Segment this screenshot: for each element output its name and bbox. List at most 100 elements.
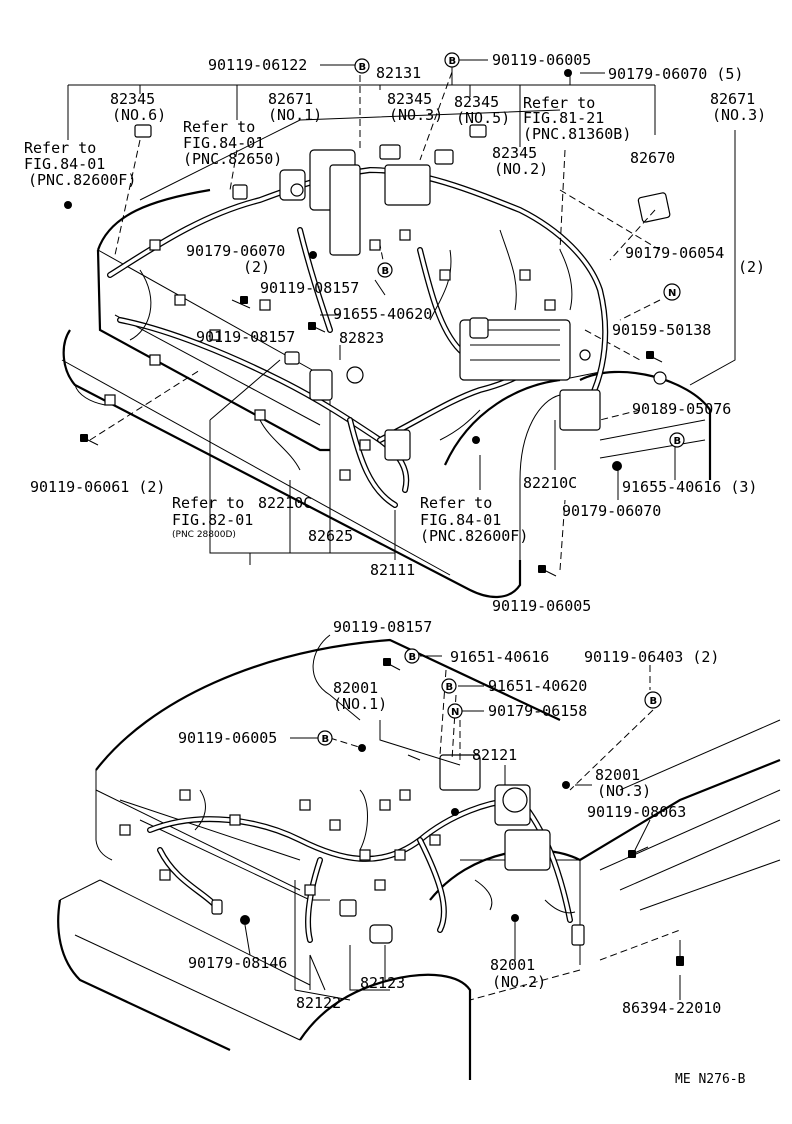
label-86394-22010: 86394-22010 — [622, 999, 721, 1017]
label-90179-06070-2-sub: (2) — [243, 258, 270, 276]
badge-b-icon: B — [444, 52, 460, 68]
label-ref-fig8121-b: FIG.81-21 — [523, 109, 604, 127]
label-82345-no5: 82345 — [454, 93, 499, 111]
label-90119-06005-top: 90119-06005 — [492, 51, 591, 69]
label-82345-no6-sub: (NO.6) — [112, 106, 166, 124]
top-leader-lines — [67, 59, 736, 571]
label-90119-06005-bottom: 90119-06005 — [178, 729, 277, 747]
top-labels: 90119-06122 90119-06005 82131 90179-0607… — [24, 51, 766, 615]
label-82670: 82670 — [630, 149, 675, 167]
label-90119-06061: 90119-06061 (2) — [30, 478, 165, 496]
label-ref-fig8401-low-a: Refer to — [420, 494, 492, 512]
label-90179-06070-low: 90179-06070 — [562, 502, 661, 520]
label-82210c-left: 82210C — [258, 494, 312, 512]
label-ref-fig8401-mid-b: FIG.84-01 — [183, 134, 264, 152]
label-82001-no2-sub: (NO.2) — [492, 973, 546, 991]
badge-b-icon: B — [377, 262, 393, 278]
label-82122: 82122 — [296, 994, 341, 1012]
bottom-components — [119, 754, 585, 946]
label-91655-40620: 91655-40620 — [333, 305, 432, 323]
label-82123: 82123 — [360, 974, 405, 992]
label-90119-08157-b: 90119-08157 — [196, 328, 295, 346]
label-90119-08157: 90119-08157 — [333, 618, 432, 636]
label-82001-no1: 82001 — [333, 679, 378, 697]
label-82671-no1: 82671 — [268, 90, 313, 108]
label-90179-06054-sub: (2) — [738, 258, 765, 276]
label-82671-no3: 82671 — [710, 90, 755, 108]
label-90179-06158: 90179-06158 — [488, 702, 587, 720]
label-90119-08063: 90119-08063 — [587, 803, 686, 821]
bottom-labels: 90119-08157 91651-40616 90119-06403 (2) … — [178, 618, 721, 1017]
label-82345-no3-sub: (NO.3) — [389, 106, 443, 124]
label-82345-no6: 82345 — [110, 90, 155, 108]
label-90119-06122: 90119-06122 — [208, 56, 307, 74]
bottom-badges: B B N B B — [317, 648, 662, 746]
label-ref-fig8401-left-a: Refer to — [24, 139, 96, 157]
label-90119-08157-a: 90119-08157 — [260, 279, 359, 297]
svg-text:N: N — [451, 707, 459, 718]
label-82111: 82111 — [370, 561, 415, 579]
bottom-wire-harness — [147, 789, 576, 943]
label-90179-06070-2: 90179-06070 — [186, 242, 285, 260]
bottom-leader-lines — [244, 634, 681, 1000]
label-ref-fig8201-b: FIG.82-01 — [172, 511, 253, 529]
label-90159-50138: 90159-50138 — [612, 321, 711, 339]
badge-b-icon: B — [669, 432, 685, 448]
label-82210c-right: 82210C — [523, 474, 577, 492]
label-82001-no3-sub: (NO.3) — [597, 782, 651, 800]
label-82345-no3: 82345 — [387, 90, 432, 108]
label-90189-05076: 90189-05076 — [632, 400, 731, 418]
svg-text:B: B — [382, 266, 390, 277]
label-82345-no5-sub: (NO.5) — [456, 109, 510, 127]
svg-text:B: B — [650, 696, 658, 707]
label-ref-fig8401-left-c: (PNC.82600F) — [28, 171, 136, 189]
svg-text:B: B — [674, 436, 682, 447]
label-82001-no3: 82001 — [595, 766, 640, 784]
badge-b-icon: B — [404, 648, 420, 664]
badge-n-icon: N — [663, 283, 681, 301]
label-82671-no3-sub: (NO.3) — [712, 106, 766, 124]
top-fasteners — [64, 69, 667, 577]
label-91651-40616: 91651-40616 — [450, 648, 549, 666]
label-90119-06403: 90119-06403 (2) — [584, 648, 719, 666]
label-ref-fig8401-left-b: FIG.84-01 — [24, 155, 105, 173]
label-82345-no2: 82345 — [492, 144, 537, 162]
svg-text:N: N — [668, 288, 676, 299]
label-ref-fig8401-low-b: FIG.84-01 — [420, 511, 501, 529]
svg-text:B: B — [449, 56, 457, 67]
label-ref-fig8121-c: (PNC.81360B) — [523, 125, 631, 143]
label-91655-40616: 91655-40616 (3) — [622, 478, 757, 496]
label-ref-fig8121-a: Refer to — [523, 94, 595, 112]
badge-b-icon: B — [317, 730, 333, 746]
badge-b-icon: B — [441, 678, 457, 694]
label-82121: 82121 — [472, 746, 517, 764]
badge-n-icon: N — [447, 703, 463, 719]
label-90179-06054: 90179-06054 — [625, 244, 724, 262]
svg-text:B: B — [409, 652, 417, 663]
svg-text:B: B — [446, 682, 454, 693]
label-90119-06005-mid: 90119-06005 — [492, 597, 591, 615]
label-82131: 82131 — [376, 64, 421, 82]
label-82001-no2: 82001 — [490, 956, 535, 974]
label-ref-fig8401-mid-a: Refer to — [183, 118, 255, 136]
svg-text:B: B — [359, 62, 367, 73]
label-ref-fig8401-mid-c: (PNC.82650) — [183, 150, 282, 168]
badge-b-icon: B — [354, 58, 370, 74]
label-90179-08146: 90179-08146 — [188, 954, 287, 972]
label-82823: 82823 — [339, 329, 384, 347]
label-ref-fig8201-c: (PNC 28800D) — [172, 530, 236, 540]
label-90179-06070-5: 90179-06070 (5) — [608, 65, 743, 83]
badge-b-icon: B — [644, 691, 662, 709]
label-82671-no1-sub: (NO.1) — [268, 106, 322, 124]
label-ref-fig8401-low-c: (PNC.82600F) — [420, 527, 528, 545]
label-ref-fig8201-a: Refer to — [172, 494, 244, 512]
label-82345-no2-sub: (NO.2) — [494, 160, 548, 178]
top-badges: B B B N B — [354, 52, 685, 448]
label-82001-no1-sub: (NO.1) — [333, 695, 387, 713]
label-82625: 82625 — [308, 527, 353, 545]
diagram-code: ME N276-B — [675, 1072, 746, 1087]
svg-text:B: B — [322, 734, 330, 745]
top-components — [104, 124, 671, 481]
label-91651-40620: 91651-40620 — [488, 677, 587, 695]
